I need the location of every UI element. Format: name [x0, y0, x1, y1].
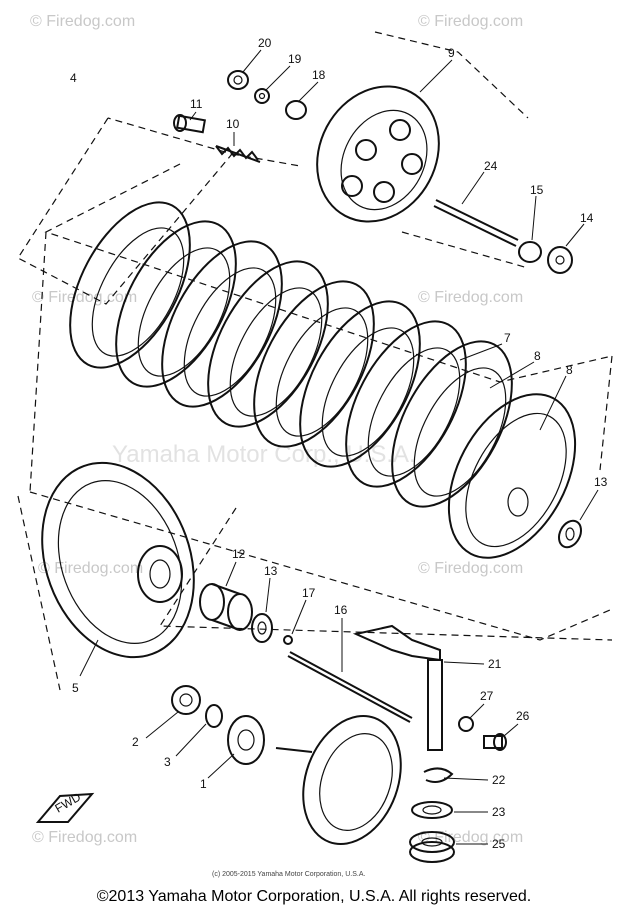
washer-19 — [254, 88, 270, 104]
label-25: 25 — [492, 837, 506, 851]
label-2: 2 — [132, 735, 139, 749]
label-12: 12 — [232, 547, 246, 561]
center-watermark: Yamaha Motor Corp., U.S.A. — [112, 441, 416, 468]
clutch-plate-stack — [69, 201, 513, 508]
washer-13-lower — [251, 613, 273, 643]
fwd-label: FWD — [53, 790, 84, 816]
push-lever-21 — [352, 624, 443, 751]
nut-20 — [227, 70, 249, 90]
watermark-low-left: © Firedog.com — [38, 560, 143, 577]
plate-18 — [285, 100, 307, 120]
push-rod-16 — [287, 651, 413, 723]
label-27: 27 — [480, 689, 494, 703]
label-15: 15 — [530, 183, 544, 197]
seal-23 — [411, 801, 453, 819]
washer-27 — [458, 716, 474, 732]
spacer-12 — [199, 583, 253, 631]
watermark-low-right: © Firedog.com — [418, 560, 523, 577]
label-13-upper: 13 — [594, 475, 608, 489]
leader-lines — [79, 49, 599, 845]
washer-3 — [205, 704, 223, 728]
label-23: 23 — [492, 805, 506, 819]
label-24: 24 — [484, 159, 498, 173]
clutch-housing-5 — [41, 461, 195, 659]
label-4: 4 — [70, 71, 77, 85]
bearing-25 — [409, 831, 455, 863]
label-9: 9 — [448, 46, 455, 60]
label-5: 5 — [72, 681, 79, 695]
watermark-mid-left: © Firedog.com — [32, 289, 137, 306]
watermark-mid-right: © Firedog.com — [418, 289, 523, 306]
label-3: 3 — [164, 755, 171, 769]
label-26: 26 — [516, 709, 530, 723]
fwd-arrow-icon: FWD — [35, 790, 95, 823]
label-18: 18 — [312, 68, 326, 82]
pressure-plate-9 — [316, 85, 440, 223]
washer-14 — [547, 246, 573, 274]
label-22: 22 — [492, 773, 506, 787]
label-20: 20 — [258, 36, 272, 50]
label-8-second: 8 — [566, 363, 573, 377]
screw-11 — [173, 114, 207, 134]
label-21: 21 — [488, 657, 502, 671]
label-10: 10 — [226, 117, 240, 131]
gear-1 — [227, 715, 265, 765]
pushrod-24 — [433, 199, 519, 247]
circlip-22 — [423, 767, 454, 783]
label-8-first: 8 — [534, 349, 541, 363]
group-outlines — [17, 31, 613, 691]
ball-17 — [283, 635, 293, 645]
part-labels: 20 19 18 9 4 11 10 24 15 14 7 8 8 13 12 … — [70, 36, 608, 851]
primary-drive-housing — [275, 715, 402, 845]
label-11: 11 — [190, 97, 203, 111]
label-17: 17 — [302, 586, 316, 600]
label-14: 14 — [580, 211, 594, 225]
label-19: 19 — [288, 52, 302, 66]
label-1: 1 — [200, 777, 207, 791]
spring-10 — [215, 145, 261, 163]
nut-15 — [518, 241, 542, 263]
label-13-lower: 13 — [264, 564, 278, 578]
watermark-top-right: © Firedog.com — [418, 13, 523, 30]
watermark-bottom-left: © Firedog.com — [32, 829, 137, 846]
fine-print-copyright: (c) 2005-2015 Yamaha Motor Corporation, … — [212, 871, 365, 878]
clutch-boss — [447, 393, 577, 559]
label-7: 7 — [504, 331, 511, 345]
watermark-top-left: © Firedog.com — [30, 13, 135, 30]
washer-13-upper — [557, 519, 583, 549]
footer-copyright: ©2013 Yamaha Motor Corporation, U.S.A. A… — [96, 888, 532, 905]
label-16: 16 — [334, 603, 348, 617]
collar-2 — [171, 685, 201, 715]
screw-26 — [483, 733, 507, 751]
